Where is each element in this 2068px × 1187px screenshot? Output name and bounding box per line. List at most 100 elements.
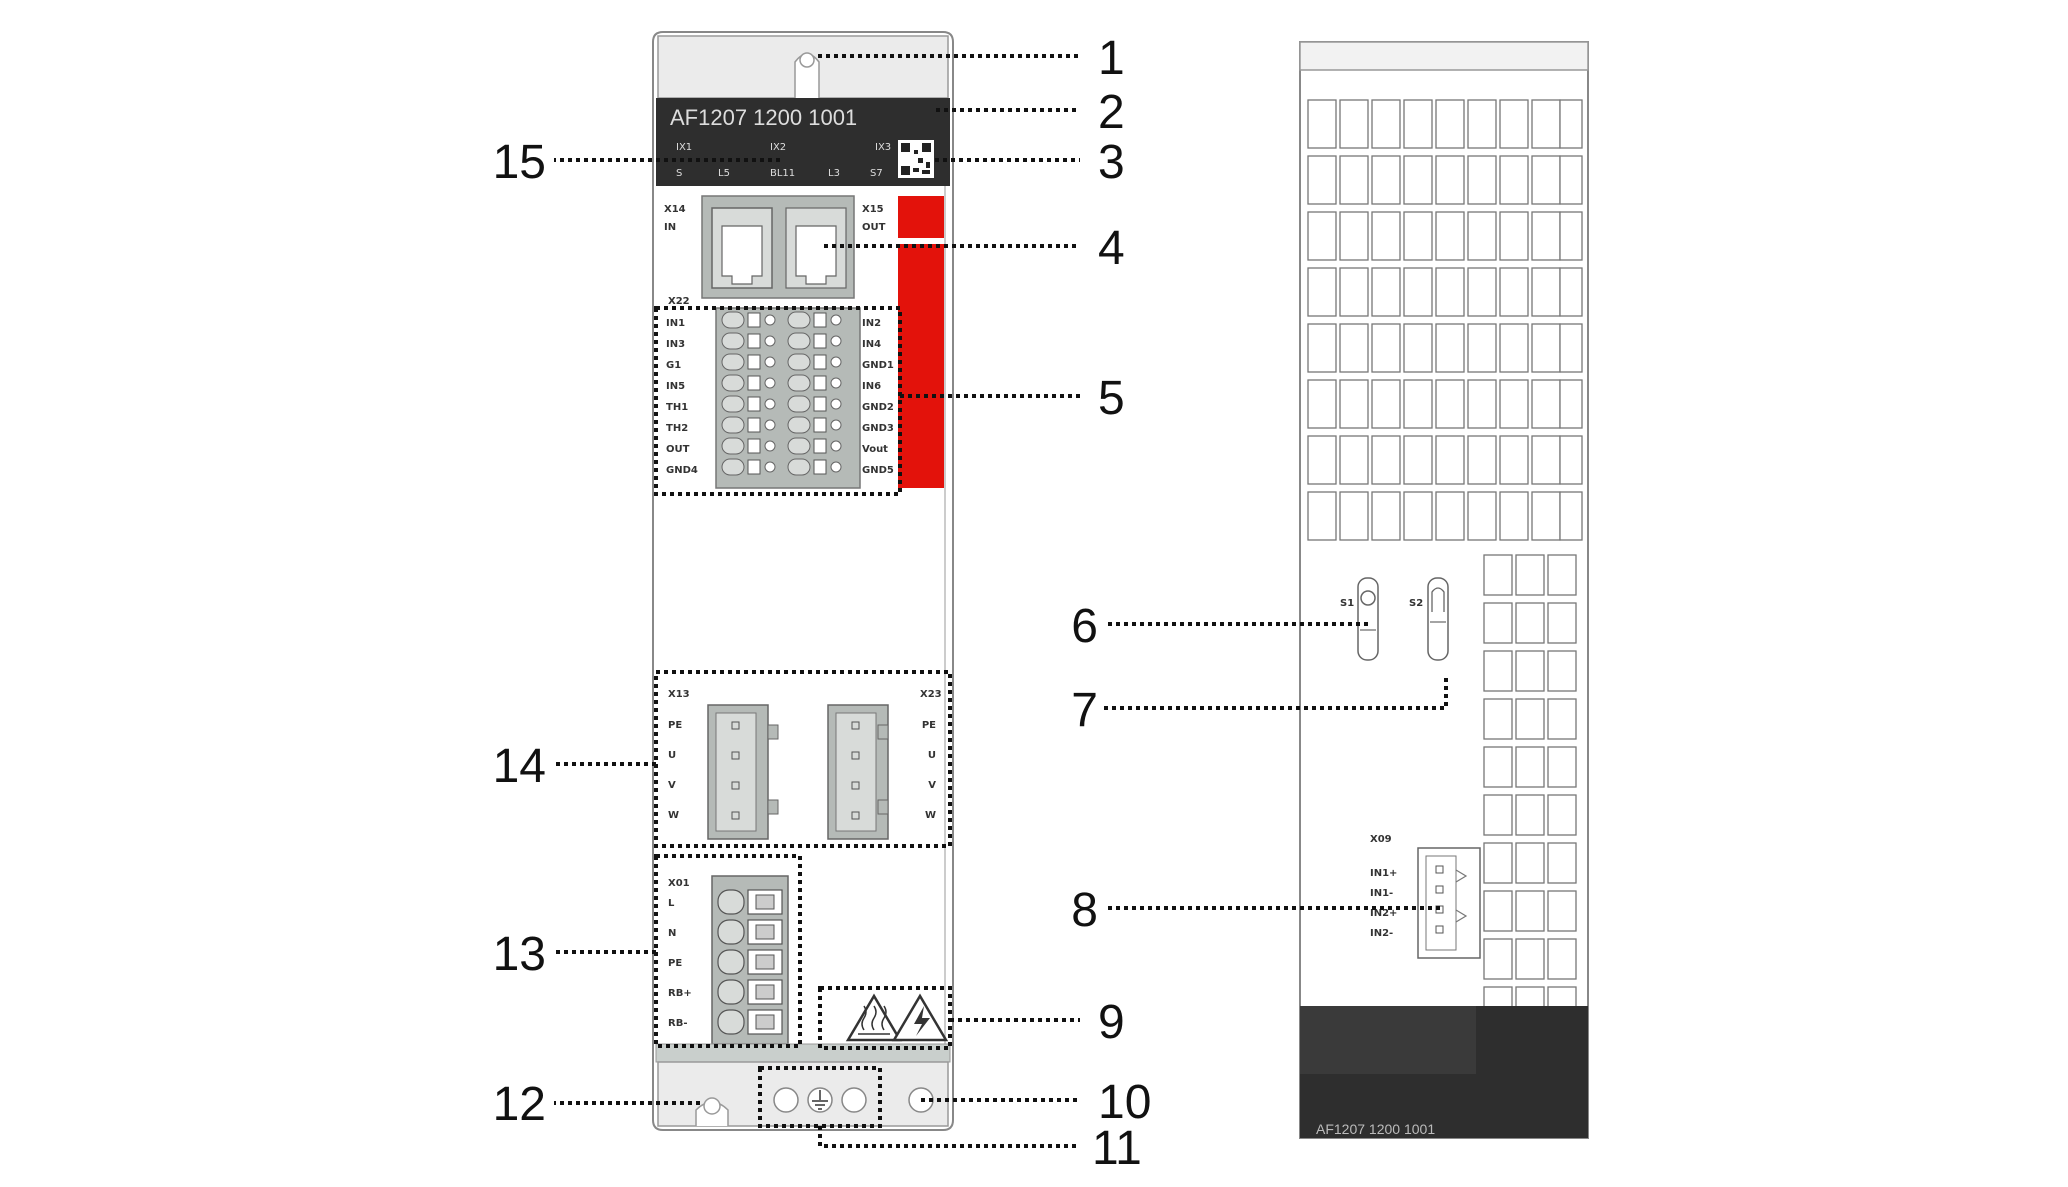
callout-numbers: 1 2 3 4 5 6 7 8 9 10 11 12 13 14 15 [493, 32, 1152, 1175]
led-label-bl11: BL11 [770, 168, 795, 179]
io-right-label-in2: IN2 [862, 318, 881, 329]
io-right-label-in4: IN4 [862, 339, 881, 350]
leader-11 [818, 1126, 1080, 1148]
io-left-label-gnd4: GND4 [666, 465, 698, 476]
io-pin[interactable] [787, 353, 842, 371]
motor-connector-x13[interactable] [707, 704, 779, 840]
led-label-l3: L3 [828, 168, 840, 179]
front-view: AF1207 1200 1001 IX1 IX2 IX3 S L5 BL11 L… [652, 31, 954, 1131]
io-left-label-th1: TH1 [666, 402, 688, 413]
power-pin-label-pe: PE [668, 958, 682, 969]
io-left-label-th2: TH2 [666, 423, 688, 434]
x15-label: X15 [862, 204, 884, 215]
electric-shock-warning-icon [891, 993, 949, 1042]
encoder-pin-in2plus: IN2+ [1370, 908, 1397, 919]
io-left-label-in5: IN5 [666, 381, 685, 392]
motor-left-pin-v: V [668, 780, 676, 791]
x01-label: X01 [668, 878, 690, 889]
callout-layer [554, 54, 1448, 1148]
x14-dir: IN [664, 222, 676, 233]
power-pin-label-rbminus: RB- [668, 1018, 687, 1029]
callout-10: 10 [1098, 1076, 1151, 1129]
x15-dir: OUT [862, 222, 886, 233]
region-13 [654, 854, 802, 1048]
callout-2: 2 [1098, 86, 1125, 139]
led-label-s: S [676, 168, 682, 179]
motor-right-pin-w: W [925, 810, 936, 821]
rj45-port-out[interactable] [785, 207, 847, 289]
io-pin[interactable] [787, 458, 842, 476]
io-right-label-gnd2: GND2 [862, 402, 894, 413]
switch-s2[interactable] [1427, 577, 1449, 661]
region-9 [818, 986, 952, 1050]
io-pin[interactable] [787, 395, 842, 413]
rj45-port-in[interactable] [711, 207, 773, 289]
io-pin[interactable] [721, 332, 776, 350]
io-pin[interactable] [721, 437, 776, 455]
region-14 [654, 670, 952, 848]
io-pin[interactable] [721, 311, 776, 329]
x09-label: X09 [1370, 834, 1392, 845]
callout-15: 15 [493, 136, 546, 189]
side-view: S1 S2 X09 IN1+ IN1- IN2+ IN2- AF1207 1200 1… [1299, 41, 1589, 1139]
power-pin-label-n: N [668, 928, 676, 939]
callout-1: 1 [1098, 32, 1125, 85]
io-pin[interactable] [787, 374, 842, 392]
io-left-label-out: OUT [666, 444, 690, 455]
io-left-label-g1: G1 [666, 360, 681, 371]
io-right-label-gnd5: GND5 [862, 465, 894, 476]
io-pin[interactable] [721, 395, 776, 413]
callout-5: 5 [1098, 372, 1125, 425]
callout-8: 8 [1071, 884, 1098, 937]
callout-6: 6 [1071, 600, 1098, 653]
motor-connector-x23[interactable] [827, 704, 889, 840]
encoder-pin-in1minus: IN1- [1370, 888, 1393, 899]
x22-label: X22 [668, 296, 690, 307]
x23-label: X23 [920, 689, 942, 700]
callout-3: 3 [1098, 136, 1125, 189]
switch-s2-label: S2 [1409, 598, 1423, 609]
motor-left-pin-w: W [668, 810, 679, 821]
io-pin[interactable] [721, 416, 776, 434]
io-right-label-vout: Vout [862, 444, 888, 455]
io-pin[interactable] [787, 332, 842, 350]
io-pin[interactable] [787, 416, 842, 434]
power-pin-label-l: L [668, 898, 675, 909]
power-pin-label-rbplus: RB+ [668, 988, 692, 999]
region-5 [654, 306, 902, 496]
switch-s1[interactable] [1357, 577, 1379, 661]
motor-left-pin-u: U [668, 750, 676, 761]
led-label-ix2: IX2 [770, 142, 786, 153]
io-pin[interactable] [787, 437, 842, 455]
leader-7 [1104, 678, 1448, 710]
led-label-ix1: IX1 [676, 142, 692, 153]
io-left-label-in3: IN3 [666, 339, 685, 350]
io-pin[interactable] [787, 311, 842, 329]
callout-9: 9 [1098, 996, 1125, 1049]
side-model-label: AF1207 1200 1001 [1316, 1121, 1435, 1137]
io-pin[interactable] [721, 458, 776, 476]
front-model-label: AF1207 1200 1001 [670, 105, 857, 130]
encoder-pin-in1plus: IN1+ [1370, 868, 1397, 879]
led-label-l5: L5 [718, 168, 730, 179]
region-11 [758, 1066, 882, 1128]
encoder-pin-in2minus: IN2- [1370, 928, 1393, 939]
motor-right-pin-u: U [928, 750, 936, 761]
io-right-label-gnd1: GND1 [862, 360, 894, 371]
callout-11: 11 [1092, 1122, 1142, 1175]
hot-surface-warning-icon [845, 993, 903, 1042]
io-pin[interactable] [721, 374, 776, 392]
x13-label: X13 [668, 689, 690, 700]
io-right-label-in6: IN6 [862, 381, 881, 392]
callout-13: 13 [493, 928, 546, 981]
io-left-label-in1: IN1 [666, 318, 685, 329]
encoder-connector-x09[interactable] [1417, 847, 1481, 959]
x14-label: X14 [664, 204, 686, 215]
io-pin[interactable] [721, 353, 776, 371]
switch-s1-label: S1 [1340, 598, 1354, 609]
power-connector-x01[interactable] [711, 875, 789, 1045]
io-right-label-gnd3: GND3 [862, 423, 894, 434]
callout-14: 14 [493, 740, 546, 793]
